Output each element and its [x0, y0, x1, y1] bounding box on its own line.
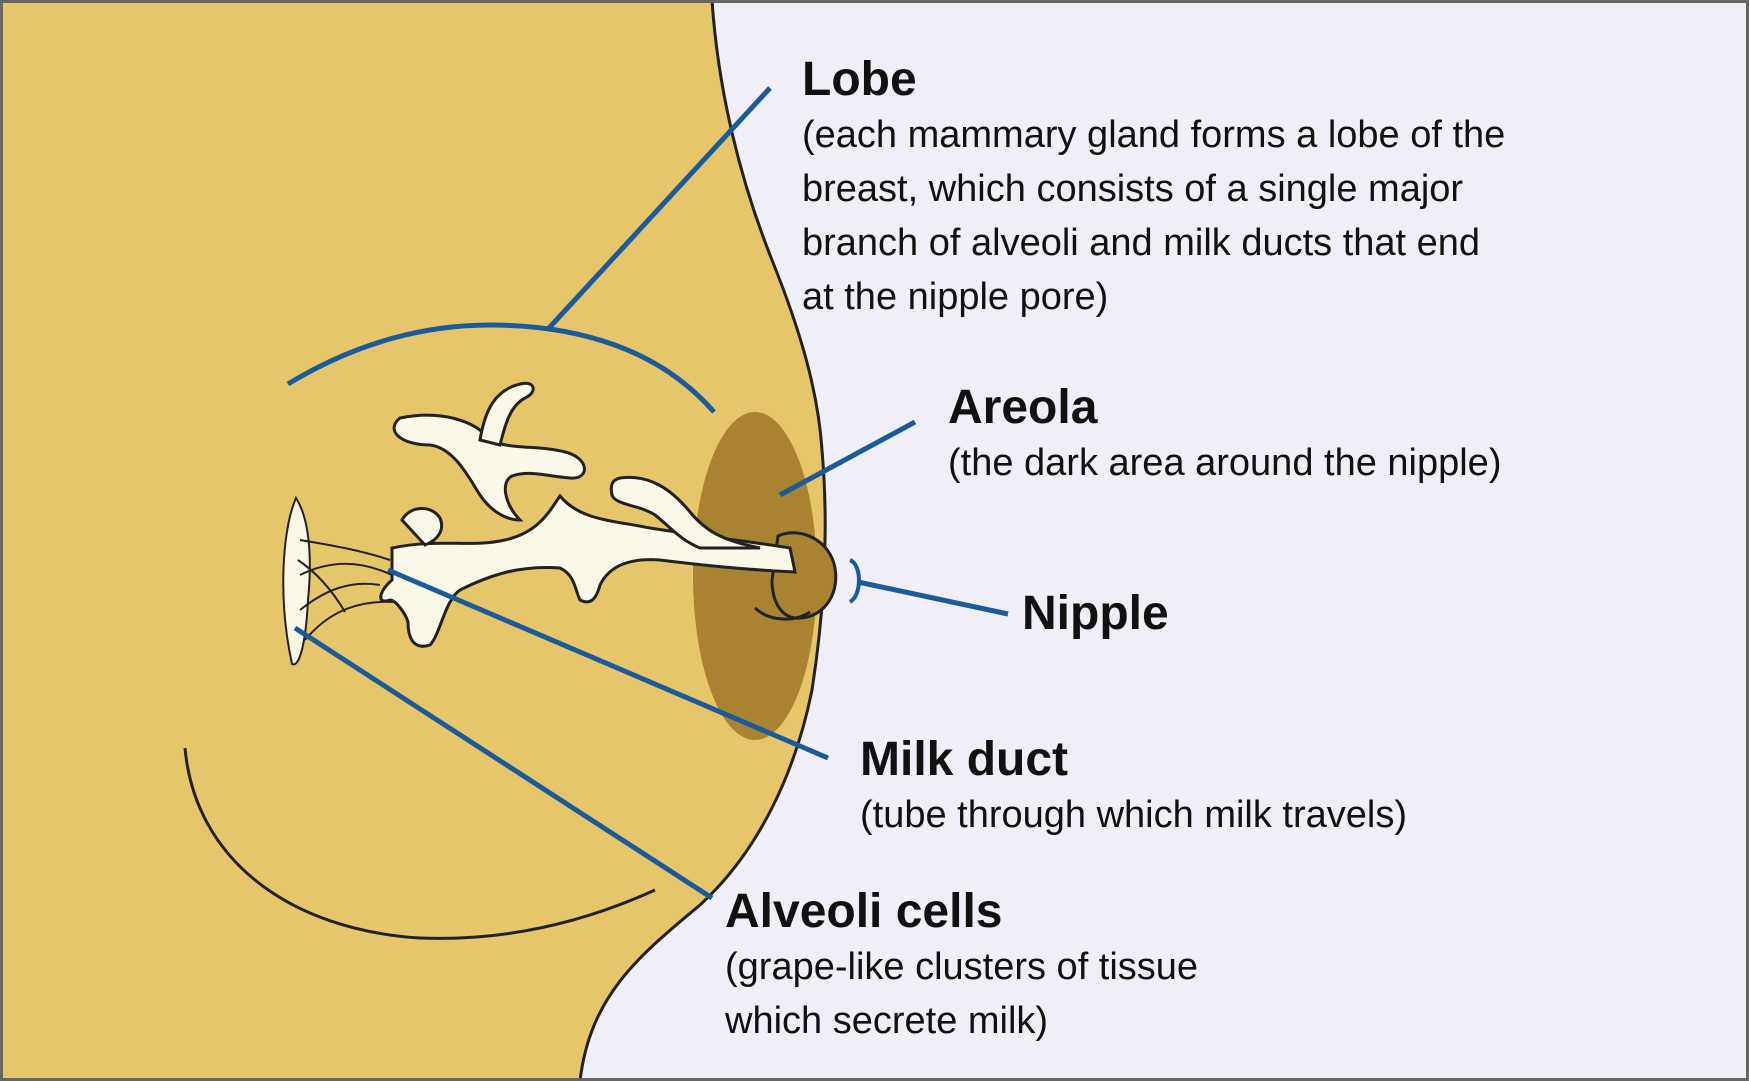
milk-duct-label: Milk duct (tube through which milk trave…	[860, 732, 1407, 842]
lobe-description-line-1: (each mammary gland forms a lobe of the	[802, 108, 1505, 162]
alveoli-title: Alveoli cells	[725, 884, 1198, 940]
alveoli-label: Alveoli cells (grape-like clusters of ti…	[725, 884, 1198, 1048]
lobe-description-line-3: branch of alveoli and milk ducts that en…	[802, 216, 1505, 270]
areola-title: Areola	[948, 380, 1501, 436]
nipple-title: Nipple	[1022, 586, 1169, 642]
nipple-label: Nipple	[1022, 586, 1169, 642]
lobe-description-line-2: breast, which consists of a single major	[802, 162, 1505, 216]
alveoli-description-line-1: (grape-like clusters of tissue	[725, 940, 1198, 994]
lobe-title: Lobe	[802, 52, 1505, 108]
alveoli-description-line-2: which secrete milk)	[725, 994, 1198, 1048]
areola-label: Areola (the dark area around the nipple)	[948, 380, 1501, 490]
milk-duct-title: Milk duct	[860, 732, 1407, 788]
lobe-label: Lobe (each mammary gland forms a lobe of…	[802, 52, 1505, 324]
lobe-description-line-4: at the nipple pore)	[802, 270, 1505, 324]
areola-description-line-1: (the dark area around the nipple)	[948, 436, 1501, 490]
milk-duct-description-line-1: (tube through which milk travels)	[860, 788, 1407, 842]
